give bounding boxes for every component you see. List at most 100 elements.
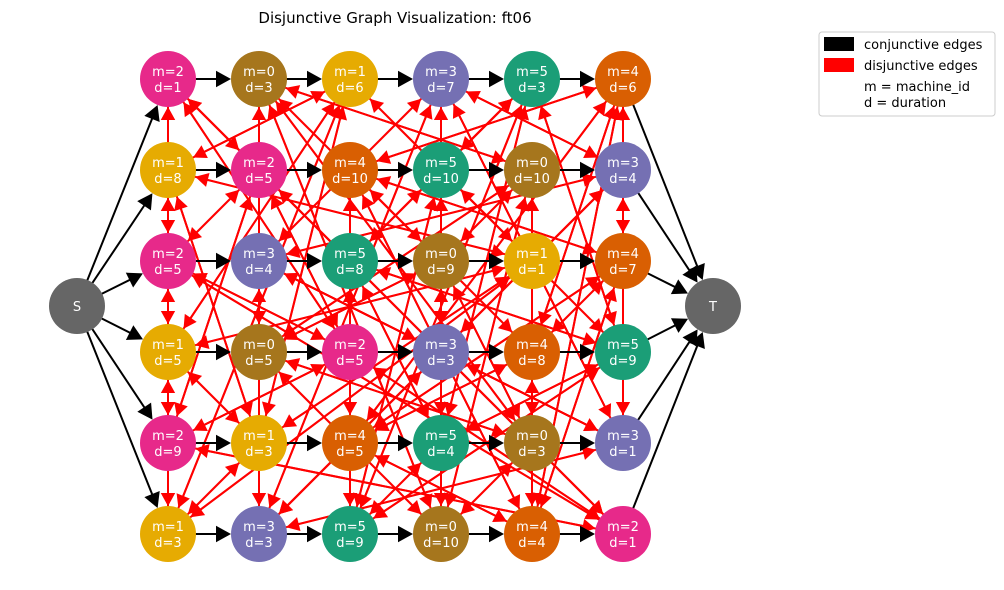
conjunctive-edge bbox=[559, 525, 595, 543]
node-machine-label: m=5 bbox=[425, 429, 457, 444]
legend-disjunctive-swatch bbox=[824, 58, 854, 72]
conjunctive-edge bbox=[632, 104, 705, 280]
operation-node: m=0d=3 bbox=[504, 415, 560, 471]
operation-node: m=3d=4 bbox=[231, 233, 287, 289]
node-duration-label: d=8 bbox=[154, 172, 181, 187]
node-machine-label: m=3 bbox=[243, 520, 275, 535]
node-machine-label: m=1 bbox=[334, 65, 366, 80]
operation-node: m=3d=4 bbox=[595, 142, 651, 198]
conjunctive-edge bbox=[195, 70, 231, 88]
operation-node: m=4d=5 bbox=[322, 415, 378, 471]
sink-node-label: T bbox=[708, 300, 717, 315]
disjunctive-edge bbox=[466, 363, 599, 432]
legend-note-machine: m = machine_id bbox=[864, 80, 970, 95]
disjunctive-edge bbox=[538, 105, 616, 327]
sink-node: T bbox=[685, 278, 741, 334]
conjunctive-edge bbox=[101, 272, 143, 295]
node-duration-label: d=1 bbox=[609, 536, 636, 551]
node-machine-label: m=3 bbox=[425, 65, 457, 80]
conjunctive-edge bbox=[377, 70, 413, 88]
node-duration-label: d=5 bbox=[245, 172, 272, 187]
node-machine-label: m=0 bbox=[516, 429, 548, 444]
node-machine-label: m=4 bbox=[334, 156, 366, 171]
node-duration-label: d=1 bbox=[154, 81, 181, 96]
node-duration-label: d=10 bbox=[423, 172, 459, 187]
operation-node: m=2d=9 bbox=[140, 415, 196, 471]
disjunctive-edge bbox=[186, 189, 240, 243]
node-duration-label: d=9 bbox=[154, 445, 181, 460]
node-machine-label: m=5 bbox=[334, 520, 366, 535]
legend: conjunctive edges disjunctive edges m = … bbox=[818, 31, 996, 117]
source-node-label: S bbox=[73, 300, 81, 315]
node-machine-label: m=3 bbox=[607, 156, 639, 171]
node-duration-label: d=5 bbox=[154, 354, 181, 369]
conjunctive-edge bbox=[195, 525, 231, 543]
node-machine-label: m=2 bbox=[607, 520, 639, 535]
operation-node: m=4d=6 bbox=[595, 51, 651, 107]
node-machine-label: m=2 bbox=[152, 429, 184, 444]
node-duration-label: d=6 bbox=[609, 81, 636, 96]
disjunctive-edge bbox=[372, 367, 600, 520]
disjunctive-edge bbox=[365, 101, 607, 422]
conjunctive-edge bbox=[637, 192, 698, 283]
operation-node: m=4d=7 bbox=[595, 233, 651, 289]
conjunctive-edge bbox=[646, 318, 689, 341]
node-duration-label: d=7 bbox=[609, 263, 636, 278]
operation-node: m=0d=3 bbox=[231, 51, 287, 107]
node-duration-label: d=6 bbox=[336, 81, 363, 96]
node-duration-label: d=4 bbox=[518, 536, 545, 551]
disjunctive-edge bbox=[376, 267, 598, 345]
operation-node: m=1d=5 bbox=[140, 324, 196, 380]
node-duration-label: d=5 bbox=[336, 354, 363, 369]
conjunctive-edge bbox=[559, 161, 595, 179]
node-duration-label: d=3 bbox=[518, 445, 545, 460]
node-machine-label: m=4 bbox=[516, 338, 548, 353]
operation-node: m=0d=10 bbox=[413, 506, 469, 562]
operation-node: m=4d=4 bbox=[504, 506, 560, 562]
node-machine-label: m=2 bbox=[152, 247, 184, 262]
operation-node: m=3d=3 bbox=[413, 324, 469, 380]
node-duration-label: d=3 bbox=[245, 536, 272, 551]
conjunctive-edge bbox=[377, 525, 413, 543]
node-machine-label: m=5 bbox=[607, 338, 639, 353]
conjunctive-edge bbox=[468, 343, 504, 361]
node-machine-label: m=5 bbox=[425, 156, 457, 171]
node-duration-label: d=7 bbox=[427, 81, 454, 96]
legend-frame bbox=[818, 31, 996, 117]
node-machine-label: m=3 bbox=[425, 338, 457, 353]
conjunctive-edge bbox=[559, 70, 595, 88]
conjunctive-edge bbox=[468, 434, 504, 452]
node-machine-label: m=3 bbox=[607, 429, 639, 444]
disjunctive-edge bbox=[368, 189, 422, 243]
conjunctive-edge bbox=[286, 70, 322, 88]
node-duration-label: d=4 bbox=[427, 445, 454, 460]
node-machine-label: m=0 bbox=[425, 520, 457, 535]
disjunctive-edge bbox=[375, 454, 508, 523]
operation-node: m=4d=10 bbox=[322, 142, 378, 198]
node-machine-label: m=5 bbox=[334, 247, 366, 262]
node-machine-label: m=1 bbox=[152, 520, 184, 535]
node-duration-label: d=4 bbox=[245, 263, 272, 278]
disjunctive-edge bbox=[368, 462, 422, 516]
node-duration-label: d=3 bbox=[518, 81, 545, 96]
operation-node: m=3d=1 bbox=[595, 415, 651, 471]
node-duration-label: d=9 bbox=[336, 536, 363, 551]
conjunctive-edge bbox=[468, 161, 504, 179]
conjunctive-edge bbox=[468, 525, 504, 543]
conjunctive-edge bbox=[286, 525, 322, 543]
node-machine-label: m=1 bbox=[152, 156, 184, 171]
conjunctive-edge bbox=[195, 434, 231, 452]
operation-node: m=2d=5 bbox=[140, 233, 196, 289]
disjunctive-edge bbox=[372, 276, 600, 429]
operation-node: m=0d=9 bbox=[413, 233, 469, 289]
node-machine-label: m=1 bbox=[516, 247, 548, 262]
operation-node: m=2d=1 bbox=[595, 506, 651, 562]
node-duration-label: d=3 bbox=[154, 536, 181, 551]
legend-conjunctive-swatch bbox=[824, 37, 854, 51]
disjunctive-edge bbox=[375, 85, 597, 163]
conjunctive-edge bbox=[286, 434, 322, 452]
disjunctive-edge bbox=[187, 371, 241, 425]
node-duration-label: d=5 bbox=[245, 354, 272, 369]
operation-node: m=1d=8 bbox=[140, 142, 196, 198]
